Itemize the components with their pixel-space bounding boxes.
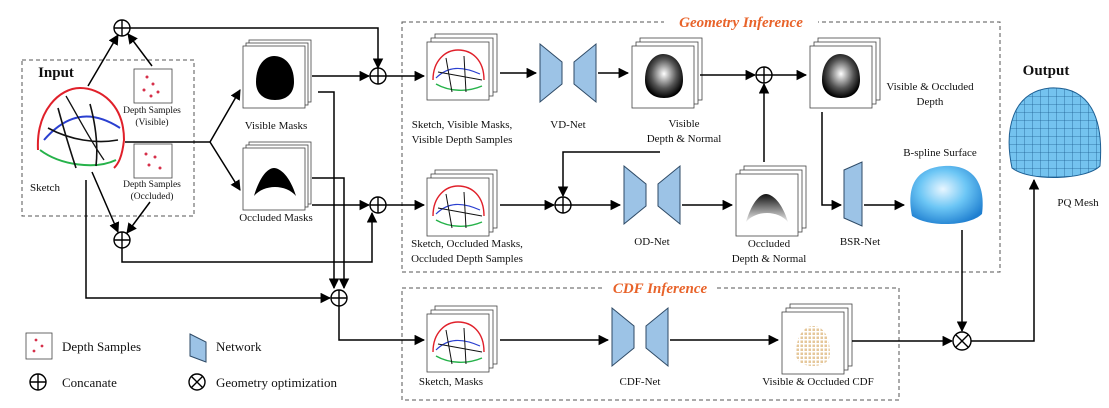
cdf-input-stack [426, 305, 498, 373]
legend: Depth Samples Network Concanate Geometry… [25, 332, 337, 391]
sketch-label: Sketch [30, 182, 60, 194]
legend-geometry-optimization-label: Geometry optimization [216, 375, 337, 390]
occluded-input-stack [426, 169, 498, 237]
input-box [21, 59, 195, 217]
concat-op-cdf [330, 289, 348, 307]
geometry-optimization-op [952, 331, 972, 351]
concat-op-visible [369, 67, 387, 85]
depth-samples-occluded-card [133, 143, 173, 179]
input-title: Input [38, 65, 74, 81]
bspline-label: B-spline Surface [903, 147, 977, 159]
output-title: Output [1023, 63, 1070, 79]
od-net-label: OD-Net [634, 236, 669, 248]
geo-input-top-label-2: Visible Depth Samples [412, 134, 513, 146]
legend-geometry-optimization-icon [188, 373, 206, 391]
geometry-inference-box [401, 21, 1001, 273]
cdf-input-label: Sketch, Masks [419, 376, 483, 388]
concat-op-geo-mid [554, 196, 572, 214]
vd-net-label: VD-Net [550, 119, 585, 131]
bspline-surface [910, 165, 983, 225]
geo-input-bottom-label-1: Sketch, Occluded Masks, [411, 238, 523, 250]
geo-input-bottom-label-2: Occluded Depth Samples [411, 253, 523, 265]
visible-occluded-depth-stack [809, 37, 881, 109]
concat-op-top [113, 19, 131, 37]
depth-samples-occluded-label-1: Depth Samples [123, 180, 181, 190]
vo-depth-label-2: Depth [917, 96, 944, 108]
vd-net-block [539, 42, 597, 104]
occluded-masks-stack [242, 141, 312, 211]
depth-samples-visible-card [133, 68, 173, 104]
connection-arrows [85, 27, 1040, 347]
occluded-masks-label: Occluded Masks [239, 212, 313, 224]
cdf-inference-title: CDF Inference [613, 281, 708, 297]
visible-input-stack [426, 33, 498, 101]
cdf-net-block [611, 306, 669, 368]
pq-mesh [1008, 87, 1102, 178]
legend-concat-label: Concanate [62, 375, 117, 390]
depth-samples-visible-label-1: Depth Samples [123, 106, 181, 116]
vo-cdf-label: Visible & Occluded CDF [762, 376, 873, 388]
legend-depth-samples-label: Depth Samples [62, 339, 141, 354]
visible-masks-label: Visible Masks [245, 120, 308, 132]
visible-dn-label-1: Visible [668, 118, 699, 130]
pq-mesh-label: PQ Mesh [1057, 197, 1099, 209]
bsr-net-block [843, 161, 863, 227]
concat-op-depth [755, 66, 773, 84]
visible-depth-normal-stack [631, 37, 703, 109]
geometry-inference-title: Geometry Inference [679, 15, 803, 31]
depth-samples-occluded-label-2: (Occluded) [131, 191, 174, 202]
legend-depth-samples-icon [25, 332, 53, 360]
geo-input-top-label-1: Sketch, Visible Masks, [412, 119, 513, 131]
legend-concat-icon [29, 373, 47, 391]
visible-masks-stack [242, 39, 312, 109]
od-net-block [623, 164, 681, 226]
vo-cdf-stack [781, 303, 853, 375]
occluded-dn-label-1: Occluded [748, 238, 791, 250]
input-sketch [36, 86, 126, 169]
concat-op-bottom [113, 231, 131, 249]
occluded-dn-label-2: Depth & Normal [732, 253, 807, 265]
visible-dn-label-2: Depth & Normal [647, 133, 722, 145]
legend-network-label: Network [216, 339, 262, 354]
cdf-net-label: CDF-Net [620, 376, 661, 388]
concat-op-occluded [369, 196, 387, 214]
occluded-depth-normal-stack [735, 165, 807, 237]
bsr-net-label: BSR-Net [840, 236, 880, 248]
vo-depth-label-1: Visible & Occluded [886, 81, 974, 93]
legend-network-icon [189, 333, 207, 363]
depth-samples-visible-label-2: (Visible) [135, 117, 168, 128]
